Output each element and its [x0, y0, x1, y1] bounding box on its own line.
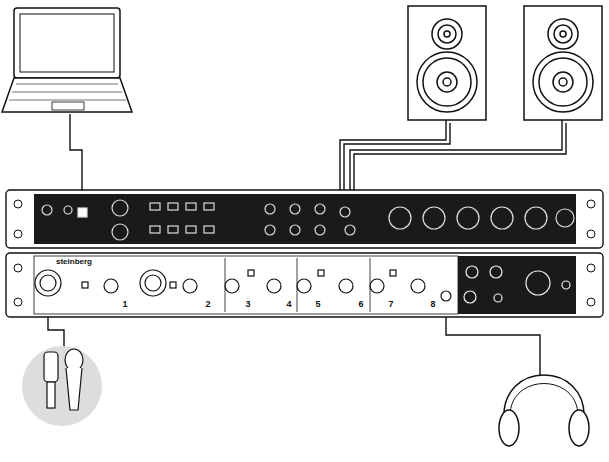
microphones [22, 346, 102, 426]
channel-number: 3 [245, 300, 250, 309]
front-panel [6, 253, 603, 317]
channel-number: 1 [122, 300, 127, 309]
channel-number: 7 [388, 300, 393, 309]
channel-number: 5 [315, 300, 320, 309]
channel-number: 4 [286, 300, 291, 309]
channel-number: 6 [358, 300, 363, 309]
laptop [2, 8, 132, 112]
brand-logo: steinberg [56, 258, 92, 266]
channel-number: 2 [205, 300, 210, 309]
rear-panel [6, 190, 603, 248]
channel-number: 8 [430, 300, 435, 309]
headphones [499, 375, 589, 446]
speakers [408, 6, 602, 120]
